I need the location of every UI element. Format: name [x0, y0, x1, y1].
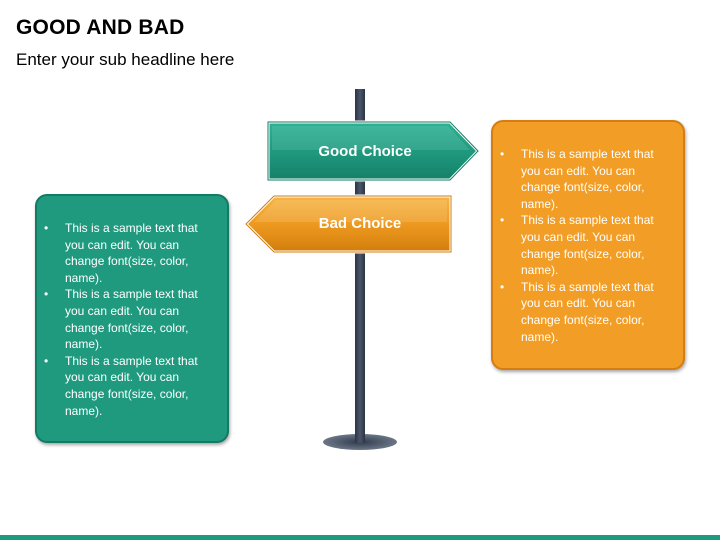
left-text-box: This is a sample text that you can edit.… [35, 194, 229, 443]
right-bullet-list: This is a sample text that you can edit.… [493, 146, 669, 345]
bad-choice-sign [243, 194, 453, 254]
signpost-pole [355, 89, 365, 443]
list-item: This is a sample text that you can edit.… [493, 279, 669, 345]
list-item: This is a sample text that you can edit.… [493, 212, 669, 278]
bottom-accent-bar [0, 535, 720, 540]
right-text-box: This is a sample text that you can edit.… [491, 120, 685, 370]
list-item: This is a sample text that you can edit.… [37, 286, 213, 352]
good-choice-label: Good Choice [318, 143, 412, 160]
left-bullet-list: This is a sample text that you can edit.… [37, 220, 213, 419]
page-title: GOOD AND BAD [16, 16, 185, 39]
list-item: This is a sample text that you can edit.… [493, 146, 669, 212]
page-subtitle: Enter your sub headline here [16, 50, 235, 69]
list-item: This is a sample text that you can edit.… [37, 220, 213, 286]
bad-choice-label: Bad Choice [318, 215, 402, 232]
good-choice-sign [266, 120, 481, 182]
list-item: This is a sample text that you can edit.… [37, 353, 213, 419]
